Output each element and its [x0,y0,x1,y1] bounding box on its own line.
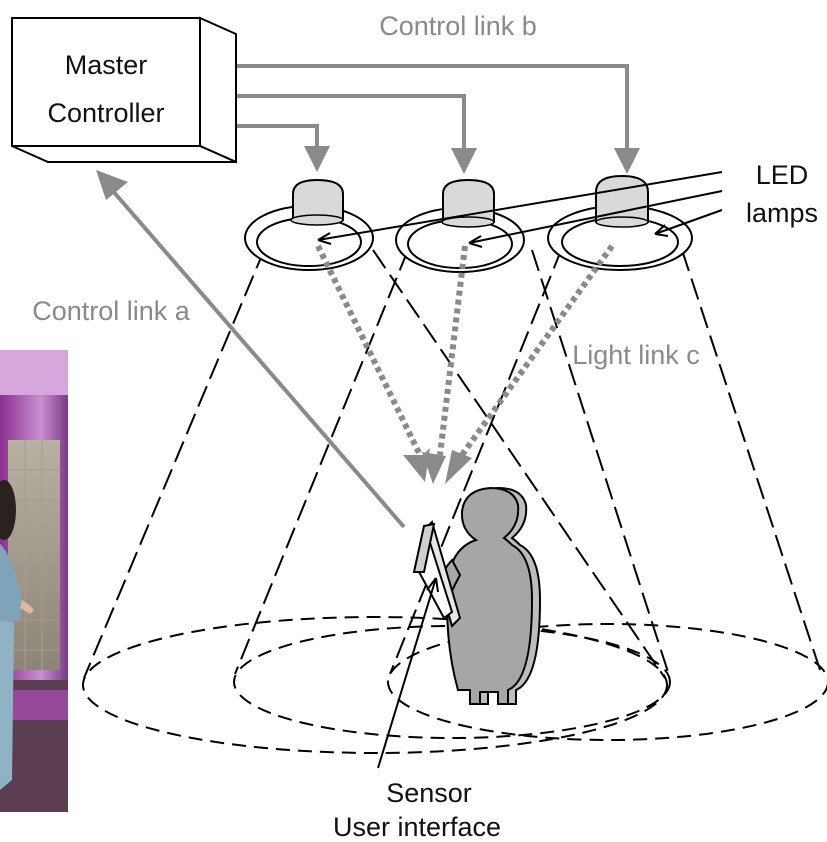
led-lamp-2 [395,178,525,273]
led-lamps-label-line2: lamps [746,198,818,228]
led-pointer-lines [317,171,723,248]
person [434,486,542,705]
light-link-c-arrows [315,244,615,457]
led-lamp-1 [244,178,374,271]
master-controller [11,16,237,164]
sensor-label: Sensor [386,778,472,808]
master-controller-line1: Master [65,50,148,80]
light-footprints [82,616,827,754]
light-link-c-label: Light link c [572,340,700,370]
user-interface-label: User interface [333,812,501,842]
sensor-pointer [377,577,439,769]
master-controller-line2: Controller [47,98,164,128]
light-footprint-left [82,616,668,754]
control-link-b-arrows [216,64,629,152]
light-footprint-center [233,625,671,739]
light-link-c-arrowheads [403,448,472,484]
room-photo [0,350,68,812]
light-cones [83,247,823,679]
led-lamp-3 [547,174,693,271]
sensor-tablet [412,520,462,628]
led-lamps-label-line1: LED [756,160,809,190]
control-link-b-arrowheads [304,146,640,174]
control-link-b-label: Control link b [379,11,537,41]
control-link-a-label: Control link a [32,296,191,326]
light-footprint-right [387,623,827,741]
control-link-a-arrow [96,170,406,529]
